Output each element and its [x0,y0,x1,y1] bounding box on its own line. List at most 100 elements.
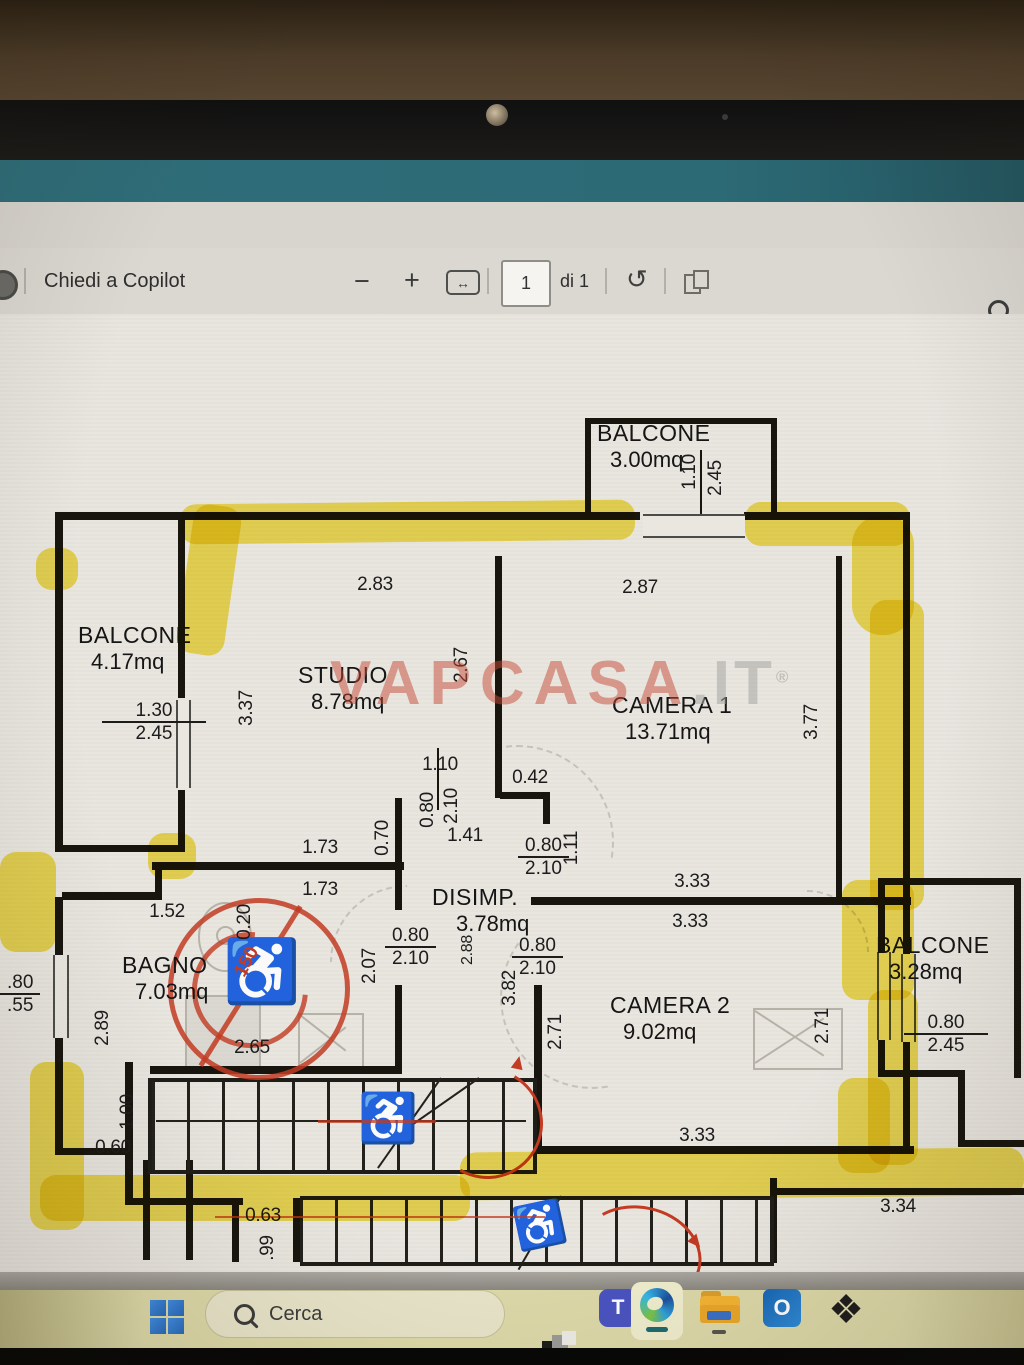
dim-label: 0.42 [512,767,548,788]
ask-copilot-button[interactable]: Chiedi a Copilot [44,270,186,292]
search-placeholder: Cerca [269,1302,323,1325]
watermark: VAPCASA.IT® [330,649,798,718]
file-explorer-icon[interactable] [698,1286,742,1330]
edge-icon [640,1288,674,1322]
plan-drawing [958,1070,965,1146]
plan-drawing [395,985,402,1067]
highlighter-stroke [838,1078,890,1173]
dim-label: 2.71 [545,1014,566,1050]
plan-drawing [495,556,502,798]
plan-drawing [55,897,63,955]
search-icon [234,1303,255,1325]
plan-drawing [232,1198,239,1262]
copilot-icon[interactable] [0,270,18,300]
dropbox-icon[interactable]: ❖ [828,1288,864,1332]
highlighter-stroke [0,852,56,952]
background-wall [0,0,1024,100]
plan-drawing [152,862,404,870]
plan-drawing [293,1198,300,1262]
plan-drawing [958,1140,1024,1147]
plan-drawing [155,862,162,900]
dim-label: 2.83 [357,574,393,595]
dim-label: 3.33 [674,871,710,892]
room-label-disimp: DISIMP.3.78mq [432,884,530,936]
dim-label: 1.41 [447,825,483,846]
plan-drawing [836,556,842,901]
dim-label: 2.07 [359,948,380,984]
highlighter-stroke [870,600,924,910]
dim-fraction: 0.80 2.45 [902,1012,990,1057]
highlighter-stroke [148,833,196,879]
plan-drawing [543,792,550,824]
plan-drawing [437,748,439,810]
dim-label: 1.00 [117,1094,138,1130]
highlighter-stroke [842,880,914,1000]
plan-drawing [500,792,548,799]
teams-icon[interactable]: T [596,1286,640,1330]
toolbar-divider [664,268,666,294]
dim-label: 2.45 [705,460,726,496]
plan-drawing [125,1062,133,1205]
fit-width-button[interactable]: ↔ [446,270,480,295]
page-view-button[interactable] [684,270,709,294]
dim-label: 1.52 [149,901,185,922]
explorer-running-indicator [712,1330,726,1334]
toolbar-divider [605,268,607,294]
plan-drawing [395,798,402,910]
dim-label: 1.10 [422,754,458,775]
dim-label: 0.80 [417,792,438,828]
outlook-icon[interactable]: O [760,1286,804,1330]
window-opening [53,955,69,1038]
dim-label: 1.10 [679,454,700,490]
screen-bottom-edge [0,1272,1024,1290]
webcam-led [722,114,728,120]
highlighter-stroke [459,1147,1024,1201]
wheelchair-icon: ♿ [358,1092,418,1146]
plan-drawing [534,985,542,1153]
plan-drawing [178,790,185,852]
zoom-in-button[interactable]: + [404,265,420,295]
wardrobe-fixture [753,1008,843,1070]
highlighter-stroke [36,548,78,590]
dim-label: 2.89 [92,1010,113,1046]
plan-drawing [585,418,777,424]
highlighter-stroke [179,499,636,545]
window-opening [643,514,745,538]
dim-label: 3.33 [672,911,708,932]
no-turning-circle-symbol [168,898,350,1080]
dim-label: 1.73 [302,837,338,858]
taskbar-search[interactable]: Cerca [205,1290,505,1338]
dim-label: 2.87 [622,577,658,598]
windows-start-button[interactable] [150,1300,184,1334]
dim-label: 3.77 [801,704,822,740]
dim-fraction: .80.55 [0,972,41,1017]
page-number-input[interactable]: 1 [501,260,551,307]
path-line [318,1120,436,1123]
dim-label: 2.10 [441,788,462,824]
dim-label: 3.33 [679,1125,715,1146]
dim-label: 2.88 [459,935,476,965]
plan-drawing [1014,878,1021,1078]
plan-drawing [771,418,777,520]
rotate-button[interactable]: ↺ [626,264,648,294]
plan-drawing [700,450,702,518]
edge-active-tile[interactable] [631,1282,683,1340]
desktop-wallpaper-strip [0,160,1024,202]
wheelchair-icon: ♿ [223,937,301,1007]
zoom-out-button[interactable]: − [354,266,370,296]
dim-label: 0.60 [95,1137,131,1158]
webcam [486,104,508,126]
edge-running-indicator [646,1327,668,1332]
dim-label: 0.20 [234,904,255,940]
url-bar[interactable]: vola%203b%20-%20soluzione%20alternativa.… [0,202,1024,434]
plan-drawing [531,897,911,905]
laptop-bezel [0,100,1024,160]
